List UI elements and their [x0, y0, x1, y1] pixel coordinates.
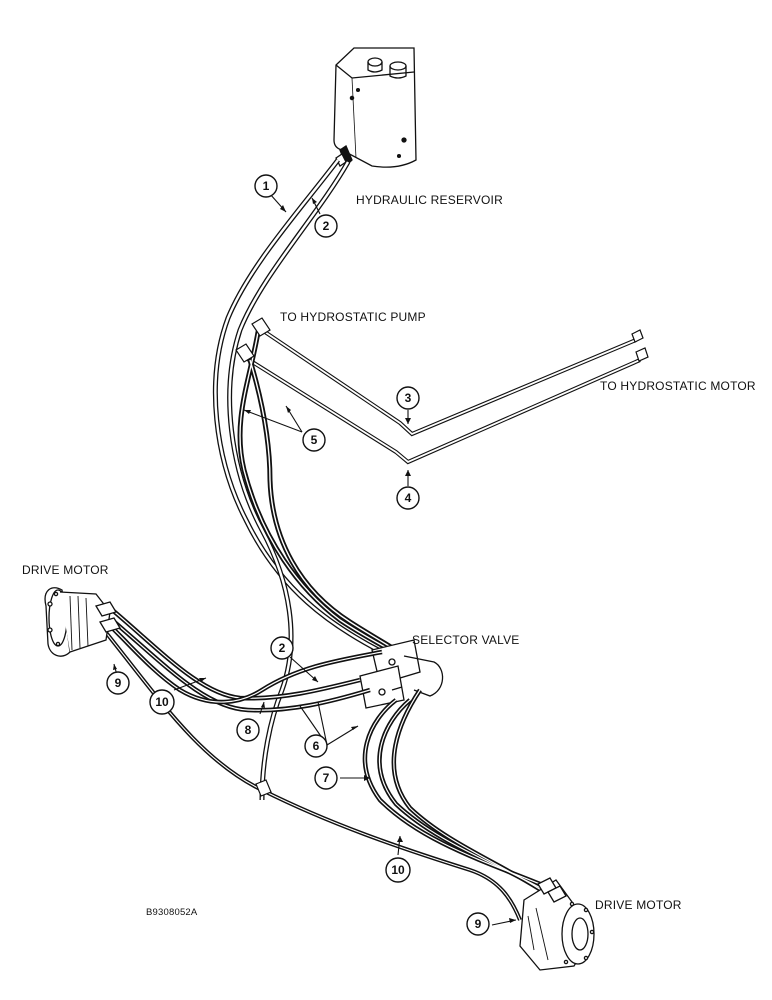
selector-valve	[359, 639, 444, 709]
callout-9-right: 9	[466, 912, 490, 936]
callout-6: 6	[304, 734, 328, 758]
callout-8: 8	[236, 718, 260, 742]
svg-text:7: 7	[323, 771, 330, 785]
label-drive-motor-right: DRIVE MOTOR	[595, 898, 682, 912]
label-drive-motor-left: DRIVE MOTOR	[22, 563, 109, 577]
callout-leaders	[113, 193, 517, 926]
label-to-hydrostatic-motor: TO HYDROSTATIC MOTOR	[600, 379, 756, 393]
hose-10	[102, 628, 522, 921]
drive-motor-right	[519, 877, 595, 971]
svg-text:8: 8	[245, 723, 252, 737]
svg-text:1: 1	[263, 179, 270, 193]
hose-1	[212, 158, 384, 655]
svg-text:2: 2	[279, 641, 286, 655]
figure-id: B9308052A	[146, 907, 198, 918]
svg-text:9: 9	[475, 917, 482, 931]
callout-4: 4	[396, 486, 420, 510]
hose-5-highlight	[239, 331, 411, 661]
svg-text:9: 9	[115, 676, 122, 690]
svg-text:3: 3	[405, 391, 412, 405]
callout-9-left: 9	[106, 671, 130, 695]
svg-text:10: 10	[155, 695, 169, 709]
hydraulic-reservoir-tank	[333, 47, 417, 168]
tube-end-fittings	[631, 329, 649, 362]
callout-10-right: 10	[385, 857, 411, 883]
svg-text:4: 4	[405, 491, 412, 505]
callout-1: 1	[254, 174, 278, 198]
drive-motor-left	[44, 587, 121, 657]
svg-text:5: 5	[311, 433, 318, 447]
svg-text:10: 10	[391, 863, 405, 877]
pump-fittings	[235, 317, 271, 363]
svg-text:2: 2	[323, 219, 330, 233]
hose-7-highlight	[364, 689, 557, 901]
hose-2	[227, 160, 351, 801]
hose-8	[106, 622, 383, 705]
callouts: 1 2 3 4 5 2 9 10	[106, 174, 490, 936]
label-selector-valve: SELECTOR VALVE	[412, 633, 520, 647]
callout-2-upper: 2	[314, 214, 338, 238]
callout-2-lower: 2	[270, 636, 294, 660]
hose-5	[237, 329, 413, 663]
label-to-hydrostatic-pump: TO HYDROSTATIC PUMP	[280, 310, 426, 324]
tube-3	[260, 328, 637, 437]
callout-3: 3	[396, 386, 420, 410]
callout-arrowheads	[113, 198, 516, 923]
tube-4	[244, 356, 641, 465]
callout-7: 7	[314, 766, 338, 790]
callout-10-left: 10	[149, 689, 175, 715]
callout-5: 5	[302, 428, 326, 452]
label-hydraulic-reservoir: HYDRAULIC RESERVOIR	[356, 193, 503, 207]
svg-text:6: 6	[313, 739, 320, 753]
hose-2-tee-fitting	[255, 779, 272, 797]
